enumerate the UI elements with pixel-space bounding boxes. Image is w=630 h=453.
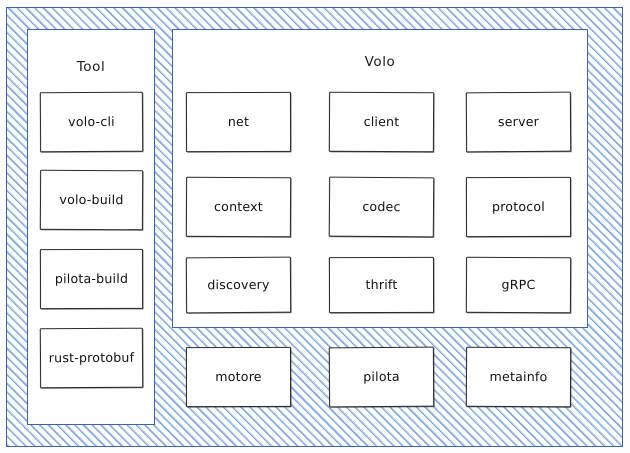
panel-volo-title: Volo <box>364 54 396 70</box>
node-thrift-label: thrift <box>365 277 398 293</box>
node-net[interactable]: net <box>185 91 292 153</box>
node-grpc-label: gRPC <box>501 277 536 293</box>
node-grpc[interactable]: gRPC <box>465 256 572 314</box>
node-context-label: context <box>214 198 263 215</box>
node-client-label: client <box>363 114 400 130</box>
node-context[interactable]: context <box>185 176 292 238</box>
node-rust-protobuf-label: rust-protobuf <box>48 349 135 366</box>
node-codec-label: codec <box>362 198 401 215</box>
node-volo-build[interactable]: volo-build <box>39 169 144 231</box>
node-discovery-label: discovery <box>207 276 270 293</box>
node-volo-cli-label: volo-cli <box>68 113 115 130</box>
node-protocol[interactable]: protocol <box>465 176 572 238</box>
node-motore-label: motore <box>215 369 262 385</box>
node-volo-cli[interactable]: volo-cli <box>39 91 144 153</box>
node-motore[interactable]: motore <box>185 346 292 408</box>
node-volo-build-label: volo-build <box>59 191 124 208</box>
node-discovery[interactable]: discovery <box>185 256 292 314</box>
node-client[interactable]: client <box>328 91 435 153</box>
node-server-label: server <box>497 113 540 130</box>
node-pilota[interactable]: pilota <box>328 346 435 408</box>
node-net-label: net <box>227 114 250 130</box>
node-metainfo-label: metainfo <box>489 368 548 385</box>
panel-tool-title: Tool <box>76 59 106 75</box>
node-pilota-label: pilota <box>363 369 400 385</box>
node-codec[interactable]: codec <box>328 176 435 238</box>
node-pilota-build-label: pilota-build <box>54 271 129 287</box>
node-protocol-label: protocol <box>491 199 546 215</box>
node-server[interactable]: server <box>465 91 572 153</box>
node-thrift[interactable]: thrift <box>328 256 435 314</box>
node-pilota-build[interactable]: pilota-build <box>39 248 144 310</box>
node-metainfo[interactable]: metainfo <box>465 346 572 408</box>
node-rust-protobuf[interactable]: rust-protobuf <box>39 327 144 389</box>
